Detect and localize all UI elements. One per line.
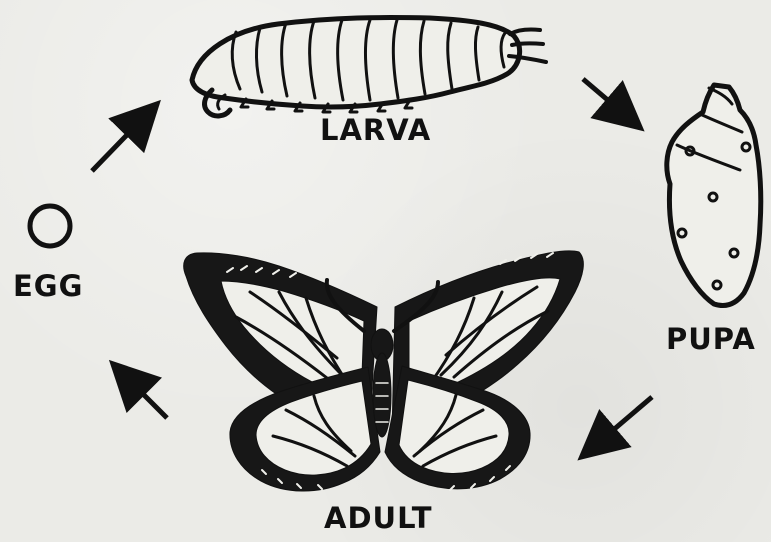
arrow-egg-to-larva [92,107,154,171]
larva-label: LARVA [320,116,431,145]
pupa-illustration [667,85,761,306]
arrow-larva-to-pupa [583,79,637,125]
butterfly-illustration [184,251,584,491]
adult-label: ADULT [324,504,433,533]
egg-icon [30,206,70,246]
arrow-adult-to-egg [116,367,167,418]
arrow-pupa-to-adult [585,397,652,454]
pupa-label: PUPA [666,325,756,354]
larva-illustration [192,18,546,116]
egg-label: EGG [13,272,83,301]
